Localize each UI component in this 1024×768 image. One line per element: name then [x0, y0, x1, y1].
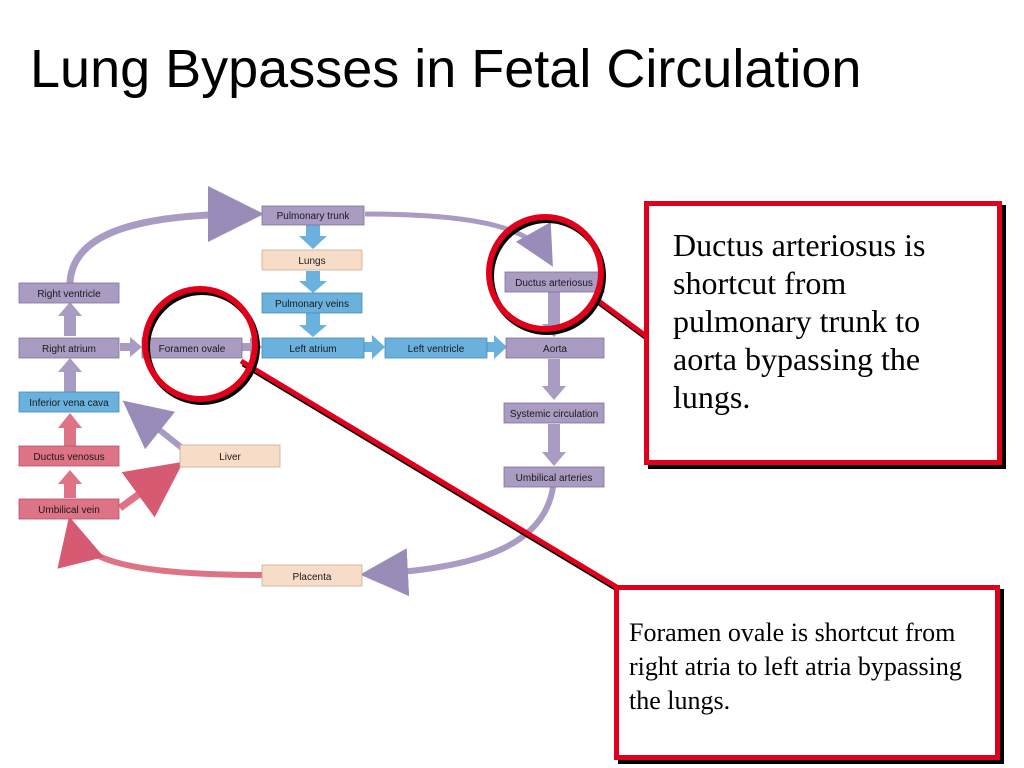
node-pulmonary-trunk: Pulmonary trunk	[261, 205, 365, 226]
arrow-umbilical-arteries-to-placenta	[360, 486, 556, 597]
arrow-ductus-venosus-to-ivc	[58, 413, 82, 446]
node-placenta: Placenta	[261, 564, 363, 587]
node-right-ventricle: Right ventricle	[18, 282, 120, 304]
node-label: Inferior vena cava	[29, 398, 109, 409]
node-label: Left ventricle	[408, 344, 465, 355]
arrow-pulmonary-veins-to-left-atrium	[299, 313, 327, 337]
arrow-liver-to-inferior-vena-cava	[122, 400, 184, 451]
arrow-lungs-to-pulmonary-veins	[299, 271, 327, 293]
pointer-line-foramen	[239, 358, 622, 592]
curved-arrows	[57, 186, 556, 597]
node-left-atrium: Left atrium	[261, 337, 365, 359]
arrow-umbilical-vein-to-ductus-venosus	[58, 470, 82, 498]
arrow-placenta-to-umbilical-vein	[57, 516, 263, 578]
arrow-left-ventricle-to-aorta	[487, 335, 507, 359]
node-lungs: Lungs	[261, 249, 363, 271]
highlight-circle-ductus	[486, 214, 604, 332]
node-label: Systemic circulation	[510, 409, 598, 420]
node-ductus-arteriosus: Ductus arteriosus	[504, 271, 605, 293]
node-label: Left atrium	[289, 344, 336, 355]
callout-ductus-arteriosus: Ductus arteriosus is shortcut from pulmo…	[644, 201, 1002, 465]
node-label: Umbilical arteries	[516, 473, 593, 484]
node-umbilical-vein: Umbilical vein	[18, 498, 120, 520]
arrow-umbilical-vein-to-liver	[117, 461, 184, 518]
node-label: Umbilical vein	[38, 505, 100, 516]
node-label: Lungs	[298, 256, 325, 267]
node-label: Pulmonary veins	[275, 299, 349, 310]
arrow-systemic-to-umbilical-arteries	[542, 424, 566, 466]
node-label: Right ventricle	[37, 289, 101, 300]
node-liver: Liver	[179, 444, 281, 468]
node-label: Ductus venosus	[33, 452, 104, 463]
node-right-atrium: Right atrium	[18, 337, 120, 359]
node-label: Right atrium	[42, 344, 96, 355]
arrow-right-ventricle-to-pulmonary-trunk	[66, 186, 264, 284]
node-foramen-ovale: Foramen ovale	[141, 337, 243, 359]
arrow-right-atrium-to-foramen-ovale	[120, 337, 142, 357]
arrow-left-atrium-to-left-ventricle	[364, 335, 385, 359]
node-aorta: Aorta	[505, 337, 605, 359]
node-label: Pulmonary trunk	[277, 211, 351, 222]
node-ductus-venosus: Ductus venosus	[18, 445, 120, 467]
node-label: Ductus arteriosus	[515, 278, 593, 289]
highlight-circle-foramen	[142, 286, 258, 402]
node-label: Aorta	[543, 344, 567, 355]
node-left-ventricle: Left ventricle	[384, 337, 488, 359]
arrow-aorta-to-systemic	[542, 359, 566, 400]
arrow-ivc-to-right-atrium	[58, 358, 82, 392]
arrow-right-atrium-to-right-ventricle	[58, 302, 82, 336]
slide-title: Lung Bypasses in Fetal Circulation	[30, 39, 862, 99]
arrow-foramen-ovale-to-left-atrium	[241, 337, 262, 357]
node-systemic-circulation: Systemic circulation	[503, 402, 605, 424]
pointer-line-ductus	[594, 296, 652, 342]
node-pulmonary-veins: Pulmonary veins	[261, 292, 363, 314]
callout-foramen-ovale: Foramen ovale is shortcut from right atr…	[614, 585, 1000, 760]
highlight-annotations	[142, 214, 654, 595]
straight-arrows	[58, 224, 566, 498]
node-label: Placenta	[293, 572, 332, 583]
node-label: Liver	[219, 452, 241, 463]
node-inferior-vena-cava: Inferior vena cava	[18, 391, 120, 413]
node-umbilical-arteries: Umbilical arteries	[503, 466, 605, 488]
arrow-pulmonary-trunk-to-lungs	[299, 224, 327, 249]
arrow-pulmonary-trunk-to-ductus	[364, 211, 553, 267]
node-label: Foramen ovale	[159, 344, 226, 355]
